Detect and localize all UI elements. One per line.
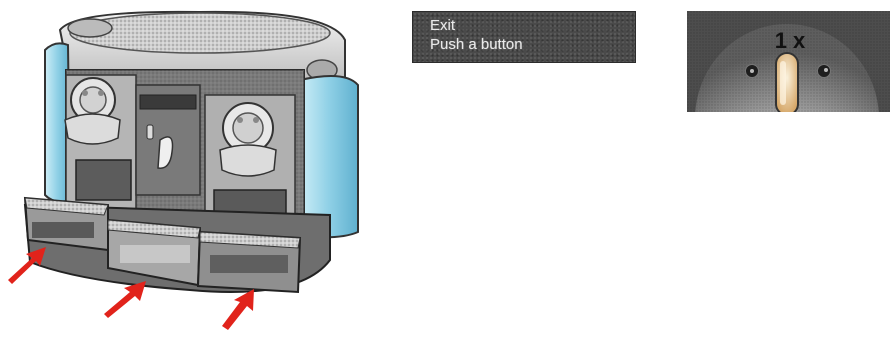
right-water-tank: [300, 76, 358, 237]
button-closeup: 1 x: [687, 11, 890, 112]
display-line-instruction: Push a button: [430, 35, 635, 54]
right-button-icon: [818, 65, 831, 78]
red-arrow-icon: [222, 289, 254, 330]
coffee-machine-illustration: [0, 0, 380, 343]
display-line-exit: Exit: [430, 16, 635, 35]
press-count-label: 1 x: [775, 28, 806, 53]
lcd-display: Exit Push a button: [412, 11, 636, 63]
center-button-icon: [776, 53, 798, 112]
red-arrow-icon: [104, 281, 146, 318]
